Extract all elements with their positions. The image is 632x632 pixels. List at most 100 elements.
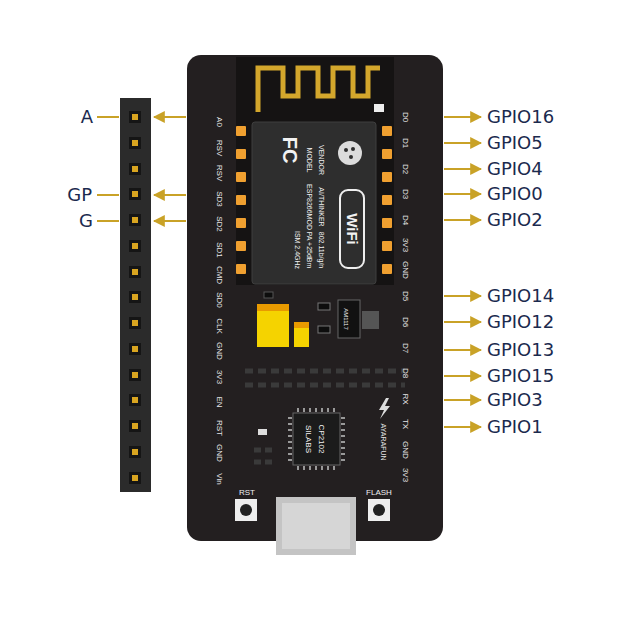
label-anchor: D4 bbox=[400, 215, 416, 225]
pin-name: CMD bbox=[215, 266, 223, 284]
module-pcb bbox=[236, 57, 394, 285]
pin-name: G bbox=[79, 212, 93, 230]
fcc-logo: FC bbox=[280, 137, 300, 164]
pin-name: SD0 bbox=[215, 292, 223, 308]
label-anchor: GND bbox=[214, 342, 230, 360]
label-anchor: SD3 bbox=[214, 191, 230, 207]
label-anchor: GPIO13 bbox=[487, 341, 554, 359]
pin-name: A0 bbox=[215, 117, 223, 127]
gpio-name: GPIO5 bbox=[487, 134, 543, 152]
label-anchor: D2 bbox=[400, 164, 416, 174]
pin-header bbox=[120, 98, 151, 492]
gpio-name: GPIO15 bbox=[487, 367, 554, 385]
pin-name: CLK bbox=[215, 318, 223, 334]
module-text: PA +25dBm bbox=[306, 232, 313, 269]
label-anchor: GPIO2 bbox=[487, 211, 543, 229]
regulator bbox=[338, 300, 379, 338]
pin-name: D5 bbox=[401, 291, 409, 301]
text-anchor: AI/THINKER bbox=[316, 187, 332, 226]
module-text: ESP8266MOD bbox=[306, 184, 313, 230]
gpio-name: GPIO14 bbox=[487, 287, 554, 305]
gpio-name: GPIO4 bbox=[487, 160, 543, 178]
pin-name: RST bbox=[215, 420, 223, 436]
button-name: FLASH bbox=[366, 489, 392, 497]
module-text: 802.11b/g/n bbox=[318, 232, 325, 268]
push-buttons bbox=[235, 499, 390, 521]
pin-name: SD3 bbox=[215, 191, 223, 207]
label-anchor: G bbox=[79, 212, 93, 230]
pin-name: RSV bbox=[215, 165, 223, 181]
label-anchor: TX bbox=[400, 419, 416, 429]
label-anchor: RSV bbox=[214, 165, 230, 181]
chip-marking: AM1117 bbox=[343, 308, 349, 329]
pin-name: GND bbox=[401, 261, 409, 279]
label-anchor: RST bbox=[239, 482, 255, 498]
label-anchor: EN bbox=[214, 396, 230, 407]
cp2102-chip bbox=[290, 410, 343, 468]
text-anchor: VENDOR bbox=[316, 145, 332, 175]
label-anchor: Vin bbox=[214, 473, 230, 484]
pin-name: D8 bbox=[401, 368, 409, 378]
usb-uart-chip: SILABSCP2102 bbox=[293, 413, 340, 465]
text-anchor: SILABS bbox=[303, 425, 319, 453]
label-anchor: GPIO12 bbox=[487, 313, 554, 331]
text-anchor: PA +25dBm bbox=[304, 232, 320, 269]
label-anchor: GND bbox=[214, 444, 230, 462]
gpio-name: GPIO1 bbox=[487, 418, 543, 436]
vendor-logo bbox=[338, 141, 362, 165]
label-anchor: RX bbox=[400, 393, 416, 404]
label-anchor: GPIO3 bbox=[487, 391, 543, 409]
smd-part bbox=[258, 429, 267, 435]
pin-name: D6 bbox=[401, 317, 409, 327]
label-anchor: 3V3 bbox=[400, 468, 416, 482]
pin-name: GND bbox=[215, 342, 223, 360]
brand-name: AYARAFUN bbox=[380, 423, 387, 460]
label-anchor: GND bbox=[400, 441, 416, 459]
label-anchor: A bbox=[81, 108, 93, 126]
esp-module: FC MODELVENDOR ESP8266MODAI/THINKER ISM 2.4… bbox=[253, 123, 375, 283]
gpio-name: GPIO13 bbox=[487, 341, 554, 359]
pin-name: 3V3 bbox=[401, 238, 409, 252]
pin-name: TX bbox=[401, 419, 409, 429]
label-anchor: GPIO16 bbox=[487, 108, 554, 126]
chip-marking: CP2102 bbox=[317, 425, 325, 454]
capacitors bbox=[257, 292, 330, 347]
pin-name: D1 bbox=[401, 138, 409, 148]
text-anchor: ESP8266MOD bbox=[304, 184, 320, 230]
pin-name: SD1 bbox=[215, 242, 223, 258]
text-anchor: WiFi bbox=[344, 213, 360, 245]
button-name: RST bbox=[239, 489, 255, 497]
pin-name: Vin bbox=[215, 473, 223, 484]
pin-name: SD2 bbox=[215, 216, 223, 232]
smd-part bbox=[374, 104, 384, 112]
label-anchor: AYARAFUN bbox=[378, 423, 394, 460]
pin-name: D7 bbox=[401, 343, 409, 353]
gpio-name: GPIO2 bbox=[487, 211, 543, 229]
gpio-name: GPIO3 bbox=[487, 391, 543, 409]
pin-name: D4 bbox=[401, 215, 409, 225]
label-anchor: FLASH bbox=[366, 482, 392, 498]
text-anchor: CP2102 bbox=[316, 425, 332, 454]
module-text: MODEL bbox=[306, 148, 313, 173]
label-anchor: D5 bbox=[400, 291, 416, 301]
pin-name: GP bbox=[67, 186, 92, 204]
pin-name: D0 bbox=[401, 112, 409, 122]
text-anchor: 802.11b/g/n bbox=[316, 232, 332, 268]
pin-name: GND bbox=[401, 441, 409, 459]
antenna-trace bbox=[258, 68, 380, 112]
label-anchor: SD0 bbox=[214, 292, 230, 308]
label-anchor: GPIO1 bbox=[487, 418, 543, 436]
pin-name: RSV bbox=[215, 140, 223, 156]
label-anchor: GND bbox=[400, 261, 416, 279]
label-anchor: D3 bbox=[400, 189, 416, 199]
pin-name: D2 bbox=[401, 164, 409, 174]
module-text: ISM 2.4GHz bbox=[294, 231, 301, 269]
text-anchor: ISM 2.4GHz bbox=[292, 231, 308, 269]
module-shield bbox=[252, 122, 376, 284]
pin-name: 3V3 bbox=[215, 370, 223, 384]
board bbox=[187, 55, 443, 541]
pin-name: GND bbox=[215, 444, 223, 462]
pin-name: EN bbox=[215, 396, 223, 407]
